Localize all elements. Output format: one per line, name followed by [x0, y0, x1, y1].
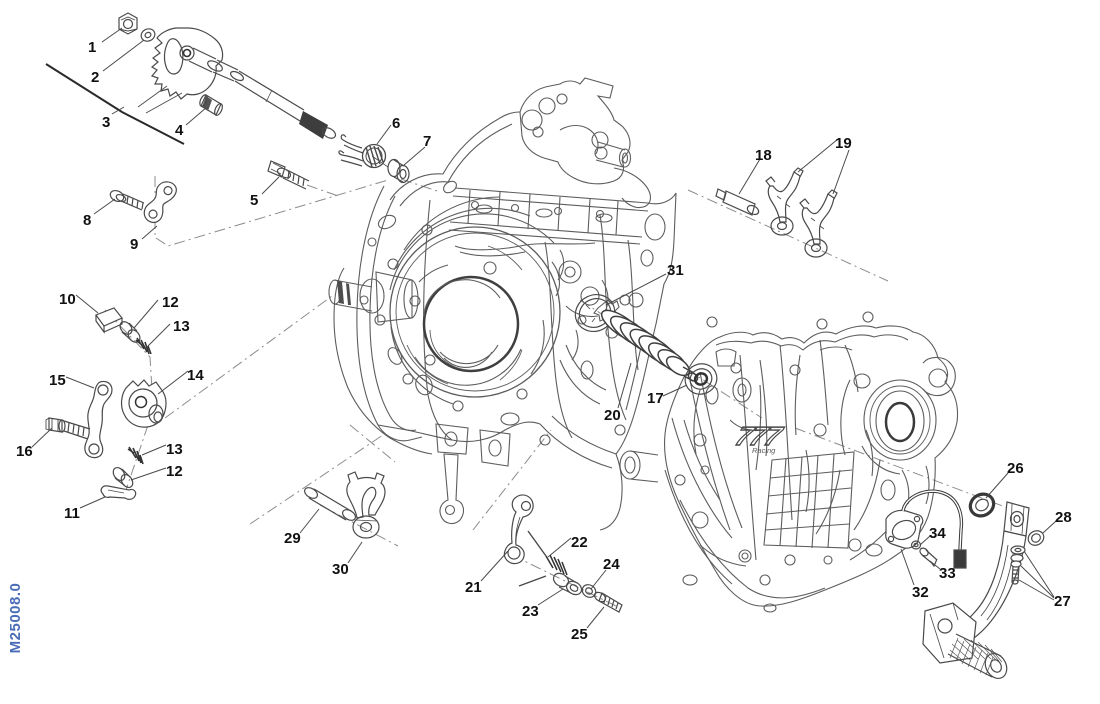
- svg-text:25: 25: [571, 626, 588, 643]
- svg-text:Racing: Racing: [752, 446, 776, 455]
- svg-text:3: 3: [102, 114, 110, 131]
- svg-text:26: 26: [1007, 460, 1024, 477]
- svg-text:1: 1: [88, 39, 96, 56]
- svg-text:12: 12: [166, 463, 183, 480]
- svg-text:7: 7: [423, 133, 431, 150]
- svg-text:11: 11: [64, 505, 80, 522]
- svg-text:32: 32: [912, 584, 929, 601]
- svg-text:12: 12: [162, 294, 179, 311]
- svg-text:8: 8: [83, 212, 91, 229]
- svg-text:24: 24: [603, 556, 620, 573]
- svg-text:13: 13: [166, 441, 183, 458]
- svg-text:19: 19: [835, 135, 852, 152]
- svg-text:20: 20: [604, 407, 621, 424]
- svg-text:17: 17: [647, 390, 664, 407]
- svg-text:33: 33: [939, 565, 956, 582]
- svg-text:M25008.0: M25008.0: [7, 583, 24, 654]
- svg-text:29: 29: [284, 530, 301, 547]
- svg-text:2: 2: [91, 69, 99, 86]
- svg-text:15: 15: [49, 372, 66, 389]
- svg-text:10: 10: [59, 291, 76, 308]
- svg-text:30: 30: [332, 561, 349, 578]
- svg-text:23: 23: [522, 603, 539, 620]
- svg-text:5: 5: [250, 192, 258, 209]
- svg-text:6: 6: [392, 115, 400, 132]
- svg-text:21: 21: [465, 579, 482, 596]
- svg-text:31: 31: [667, 262, 684, 279]
- svg-text:34: 34: [929, 525, 946, 542]
- svg-text:4: 4: [175, 122, 184, 139]
- svg-text:9: 9: [130, 236, 138, 253]
- svg-text:28: 28: [1055, 509, 1072, 526]
- svg-text:18: 18: [755, 147, 772, 164]
- svg-text:22: 22: [571, 534, 588, 551]
- svg-text:16: 16: [16, 443, 33, 460]
- svg-text:13: 13: [173, 318, 190, 335]
- svg-text:14: 14: [187, 367, 204, 384]
- svg-text:27: 27: [1054, 593, 1071, 610]
